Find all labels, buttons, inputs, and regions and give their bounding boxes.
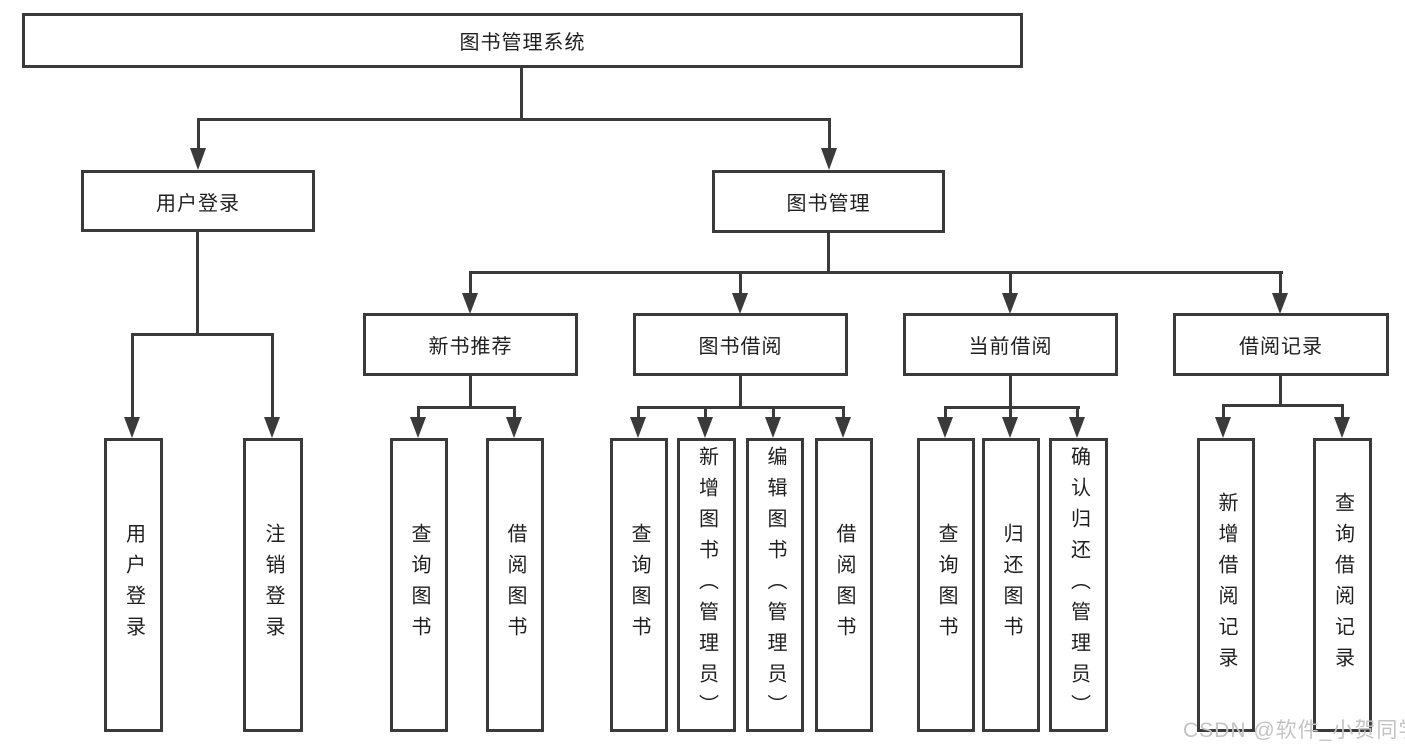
node-book-borrowing: 图书借阅: [633, 313, 848, 376]
leaf-user-login: 用户登录: [104, 438, 163, 732]
leaf-bw-edit-books-admin-label: 编辑图书（管理员）: [764, 445, 786, 725]
connector-drop-nb-query: [417, 406, 420, 418]
leaf-cur-query-books: 查询图书: [917, 438, 975, 732]
node-new-book-recommend: 新书推荐: [363, 313, 578, 376]
leaf-user-login-label: 用户登录: [122, 523, 145, 647]
node-user-login: 用户登录: [81, 170, 315, 232]
arrowhead-bw-add: [697, 417, 713, 438]
leaf-cur-confirm-return-admin-label: 确认归还（管理员）: [1067, 445, 1090, 725]
node-book-management: 图书管理: [712, 170, 945, 233]
arrowhead-borrowing: [732, 293, 748, 314]
connector-drop-bw-borrow: [842, 406, 845, 418]
connector-borrowing-stem: [739, 376, 742, 408]
arrowhead-login: [124, 417, 140, 438]
leaf-nb-query-books-label: 查询图书: [408, 523, 430, 647]
arrowhead-bw-edit: [765, 417, 781, 438]
connector-drop-book-mgmt: [828, 118, 831, 150]
arrowhead-cur-query: [937, 417, 953, 438]
connector-drop-borrowing: [739, 271, 742, 293]
leaf-bw-add-books-admin: 新增图书（管理员）: [677, 438, 736, 732]
connector-new-books-stem: [469, 376, 472, 408]
connector-drop-login: [131, 333, 134, 417]
leaf-nb-borrow-books: 借阅图书: [486, 438, 544, 732]
arrowhead-logout: [264, 417, 280, 438]
connector-drop-records: [1279, 271, 1282, 293]
watermark: CSDN @软件_小贺同学: [1183, 719, 1405, 742]
arrowhead-rec-query: [1334, 417, 1350, 438]
root-node-library-system: 图书管理系统: [22, 13, 1023, 68]
leaf-cur-confirm-return-admin: 确认归还（管理员）: [1049, 438, 1108, 732]
leaf-rec-add-record: 新增借阅记录: [1197, 438, 1255, 732]
node-borrowing-records-label: 借阅记录: [1239, 336, 1323, 358]
connector-drop-bw-add: [704, 406, 707, 418]
connector-drop-bw-edit: [772, 406, 775, 418]
node-current-borrowing: 当前借阅: [903, 313, 1118, 376]
connector-root-bar: [197, 118, 831, 121]
node-new-book-recommend-label: 新书推荐: [428, 336, 513, 358]
arrowhead-current: [1002, 293, 1018, 314]
connector-current-stem: [1009, 376, 1012, 408]
connector-drop-bw-query: [637, 406, 640, 418]
leaf-rec-add-record-label: 新增借阅记录: [1215, 492, 1237, 678]
connector-drop-rec-query: [1341, 404, 1344, 418]
leaf-bw-query-books-label: 查询图书: [628, 523, 650, 647]
leaf-bw-query-books: 查询图书: [610, 438, 668, 732]
arrowhead-nb-query: [410, 417, 426, 438]
arrowhead-cur-confirm: [1069, 417, 1085, 438]
arrowhead-records: [1272, 293, 1288, 314]
leaf-bw-borrow-books: 借阅图书: [815, 438, 873, 732]
connector-book-mgmt-stem: [827, 233, 830, 273]
arrowhead-rec-add: [1215, 417, 1231, 438]
leaf-nb-borrow-books-label: 借阅图书: [504, 523, 526, 647]
leaf-bw-edit-books-admin: 编辑图书（管理员）: [746, 438, 804, 732]
connector-drop-cur-query: [944, 406, 947, 418]
connector-drop-rec-add: [1222, 404, 1225, 418]
leaf-bw-borrow-books-label: 借阅图书: [833, 523, 855, 647]
root-node-label: 图书管理系统: [459, 32, 586, 54]
arrowhead-nb-borrow: [506, 417, 522, 438]
leaf-cur-return-books-label: 归还图书: [1000, 523, 1022, 647]
connector-records-stem: [1279, 376, 1282, 406]
node-book-borrowing-label: 图书借阅: [698, 336, 783, 358]
leaf-rec-query-record-label: 查询借阅记录: [1331, 492, 1354, 678]
arrowhead-bw-query: [630, 417, 646, 438]
connector-new-books-bar: [417, 406, 516, 409]
leaf-logout: 注销登录: [243, 438, 303, 732]
leaf-cur-return-books: 归还图书: [982, 438, 1040, 732]
connector-user-login-stem: [196, 232, 199, 336]
leaf-nb-query-books: 查询图书: [390, 438, 448, 732]
leaf-cur-query-books-label: 查询图书: [935, 523, 957, 647]
arrowhead-book-mgmt: [821, 148, 837, 170]
connector-user-login-bar: [131, 333, 274, 336]
arrowhead-bw-borrow: [835, 417, 851, 438]
node-book-management-label: 图书管理: [786, 193, 871, 215]
node-current-borrowing-label: 当前借阅: [968, 336, 1053, 358]
connector-drop-logout: [271, 333, 274, 417]
arrowhead-cur-return: [1002, 417, 1018, 438]
leaf-bw-add-books-admin-label: 新增图书（管理员）: [695, 445, 718, 725]
connector-drop-nb-borrow: [513, 406, 516, 418]
node-borrowing-records: 借阅记录: [1173, 313, 1389, 376]
connector-drop-new-books: [469, 271, 472, 293]
connector-book-mgmt-bar: [469, 271, 1283, 274]
arrowhead-new-books: [462, 293, 478, 314]
connector-drop-user-login: [197, 118, 200, 150]
connector-drop-cur-confirm: [1076, 406, 1079, 418]
connector-borrowing-bar: [637, 406, 845, 409]
leaf-logout-label: 注销登录: [262, 523, 284, 647]
connector-root-stem: [520, 68, 523, 120]
node-user-login-label: 用户登录: [156, 192, 240, 215]
arrowhead-user-login: [190, 148, 206, 170]
connector-records-bar: [1222, 404, 1344, 407]
leaf-rec-query-record: 查询借阅记录: [1313, 438, 1372, 732]
connector-current-bar: [944, 406, 1080, 409]
connector-drop-cur-return: [1009, 406, 1012, 418]
connector-drop-current: [1009, 271, 1012, 293]
